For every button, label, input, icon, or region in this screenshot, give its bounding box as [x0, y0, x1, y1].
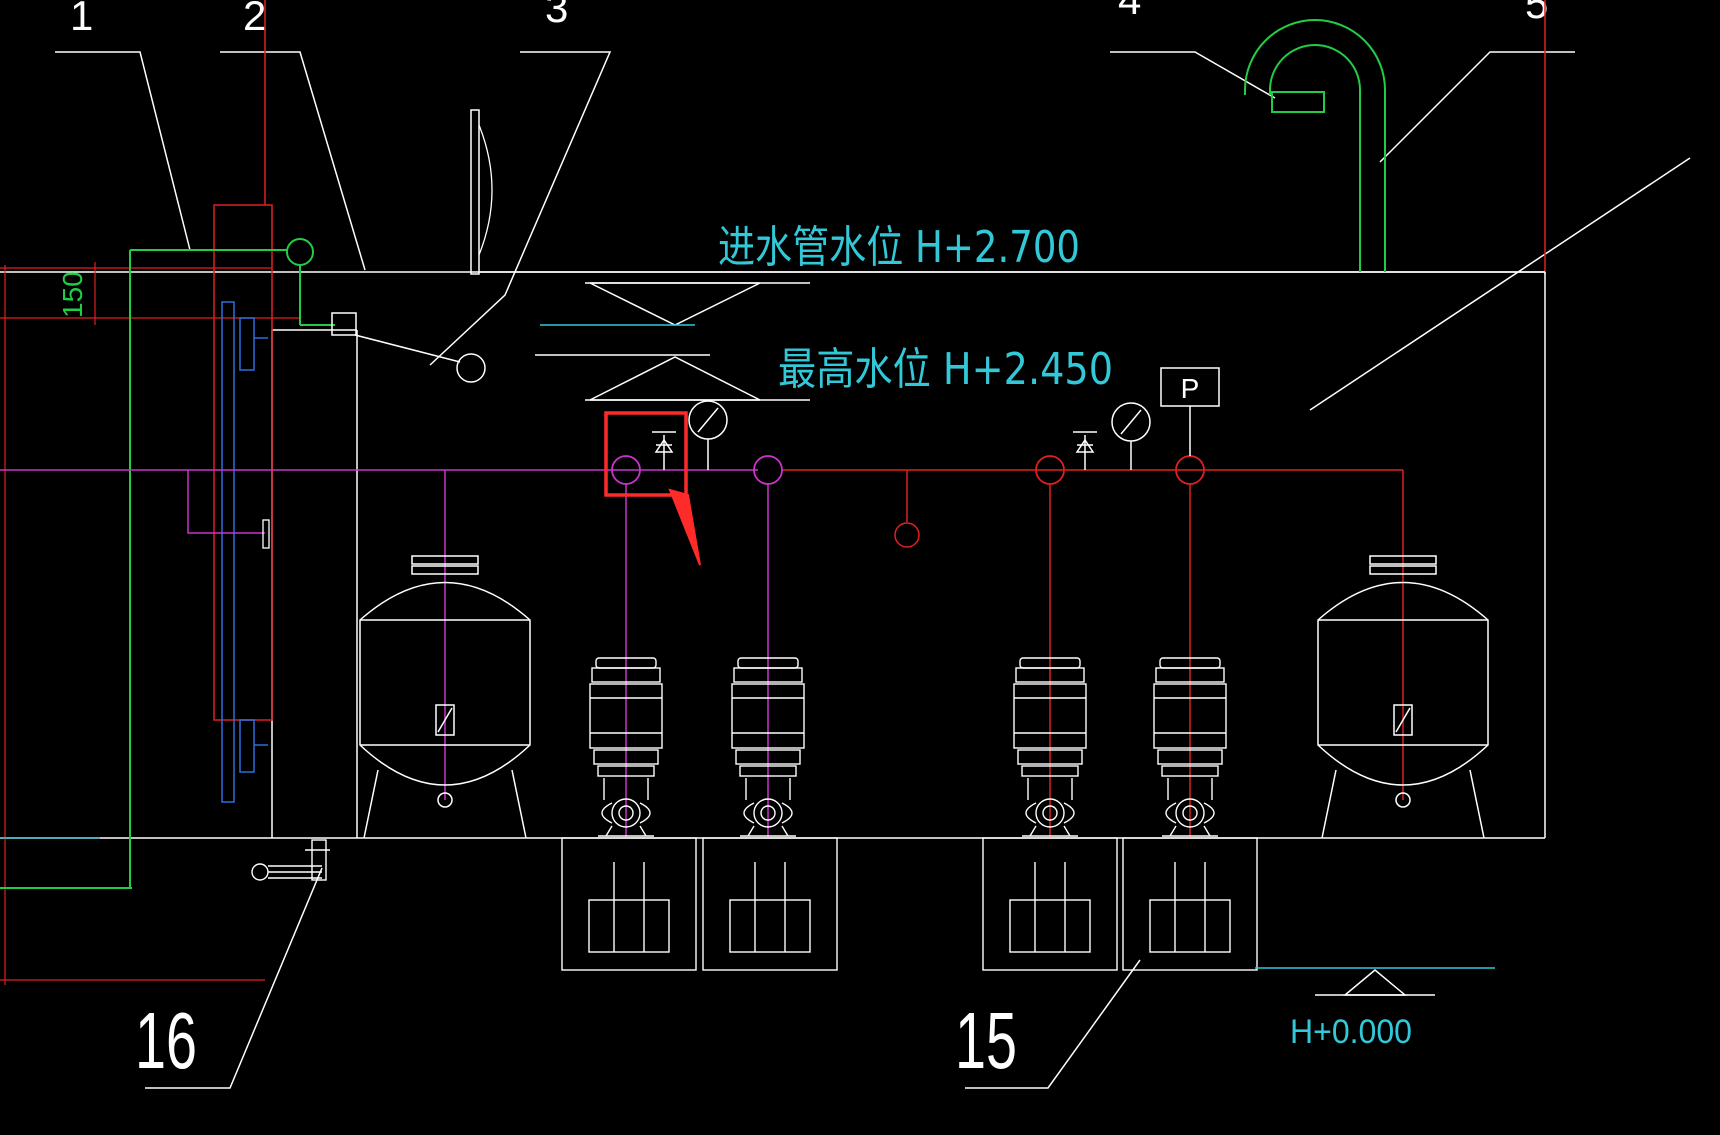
callout-15: 15 [955, 996, 1017, 1085]
leader-right [1309, 157, 1691, 411]
inlet-plate [470, 109, 480, 275]
callout-5: 5 [1525, 0, 1548, 27]
callout-2: 2 [243, 0, 266, 39]
leader-3 [429, 51, 612, 366]
float-rod [354, 334, 461, 363]
pressure-switch-label: P [1181, 373, 1200, 404]
inlet-water-level-label: 进水管水位 H+2.700 [718, 222, 1080, 273]
callout-16: 16 [135, 996, 197, 1085]
water-level-marker [535, 282, 810, 401]
bottom-callout-numbers: 16 15 [135, 996, 1017, 1085]
max-water-level-label: 最高水位 H+2.450 [778, 344, 1113, 395]
leader-5 [1379, 51, 1575, 163]
highlight-annotation [604, 411, 701, 566]
magenta-suction-line [0, 469, 769, 838]
pressure-tank-left [359, 555, 531, 839]
float-valve-arm [0, 238, 335, 889]
top-leaders [55, 51, 1691, 411]
float-ball-icon [456, 353, 486, 383]
drain-valve [262, 519, 270, 549]
callout-3: 3 [545, 0, 568, 31]
red-drain-circle [894, 522, 920, 548]
air-vent-icon [652, 431, 676, 470]
pump2-riser-circle [753, 455, 783, 485]
pump1-riser-circle [611, 455, 641, 485]
callout-1: 1 [70, 0, 93, 39]
base-level-marker: H+0.000 [1255, 967, 1495, 1051]
pressure-gauge-icon [688, 400, 728, 470]
top-callout-numbers: 1 2 3 4 5 [70, 0, 1548, 39]
pressure-tank-right [1317, 555, 1489, 839]
leader-2 [220, 51, 366, 271]
vent-pipe [1244, 19, 1386, 272]
leader-4 [1110, 51, 1276, 99]
float-valve-body [331, 312, 357, 336]
dimension-150: 150 [57, 271, 88, 318]
level-gauge-blue [221, 301, 268, 803]
leader-1 [55, 51, 191, 251]
callout-4: 4 [1118, 0, 1141, 23]
water-tank-outline [0, 271, 1546, 839]
air-vent-icon-right [1073, 431, 1097, 470]
bottom-leaders [145, 867, 1141, 1089]
drain-fitting [251, 839, 330, 881]
base-level-label: H+0.000 [1290, 1013, 1412, 1051]
pressure-switch-icon: P [1160, 367, 1220, 456]
pump3-riser-circle [1035, 455, 1065, 485]
pressure-gauge-icon-right [1111, 402, 1151, 470]
inlet-arc [478, 124, 493, 256]
